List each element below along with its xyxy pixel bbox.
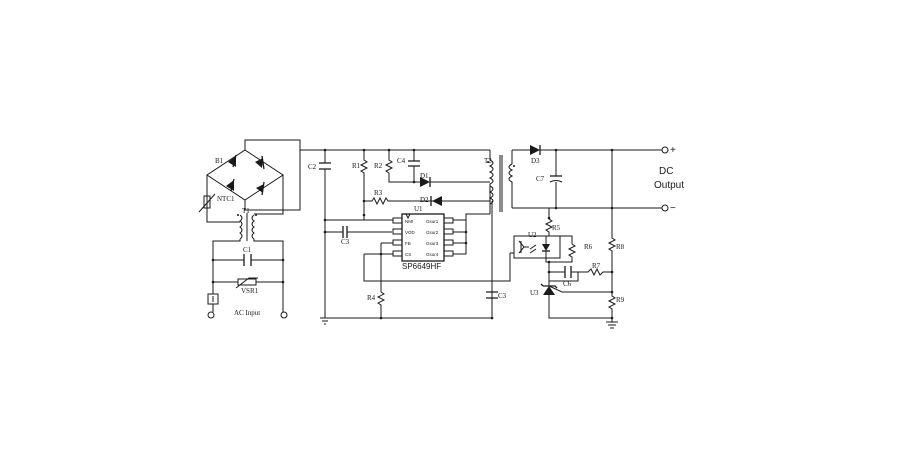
c4-label: C4 <box>397 157 406 165</box>
resistor-r6 <box>547 243 577 264</box>
u3-label: U3 <box>530 289 539 297</box>
u1-part-number: SP6649HF <box>402 262 441 271</box>
bridge-rectifier-b1 <box>206 142 284 208</box>
capacitor-c1 <box>211 254 285 266</box>
r8-label: R8 <box>616 243 625 251</box>
b1-label: B1 <box>215 157 224 165</box>
minus-terminal: − <box>670 203 676 214</box>
resistor-r4 <box>376 291 386 320</box>
diode-d3 <box>530 145 662 155</box>
resistor-r1 <box>359 148 369 217</box>
capacitor-c3-left <box>336 226 392 238</box>
resistor-r9 <box>606 292 618 329</box>
u1-pin-label: Gsur4 <box>426 252 439 257</box>
aux-wire <box>325 219 345 233</box>
varistor-vsr1 <box>211 260 285 289</box>
c1-label: C1 <box>243 246 252 254</box>
output-rails <box>512 146 669 212</box>
c6-label: C6 <box>563 280 572 288</box>
u1-pin-label: CS <box>405 252 411 257</box>
ntc1-thermistor <box>198 193 240 223</box>
plus-terminal: + <box>670 145 676 156</box>
r7-label: R7 <box>592 262 601 270</box>
dc-label: DC <box>659 166 673 177</box>
resistor-r8 <box>607 208 617 294</box>
c3-left-label: C3 <box>341 238 350 246</box>
choke-t1 <box>212 208 284 260</box>
r1-label: R1 <box>352 162 361 170</box>
u1-pin-label: FB <box>405 241 411 246</box>
ic-u1: NMI VOD FB CS Gsur1 Gsur2 Gsur3 Gsur4 <box>345 213 490 292</box>
u1-pin-label: NMI <box>405 219 413 224</box>
capacitor-c3-right <box>486 201 498 320</box>
u2-label: U2 <box>528 231 537 239</box>
capacitor-c7 <box>549 148 563 210</box>
transformer-t2 <box>487 149 532 214</box>
r2-label: R2 <box>374 162 383 170</box>
c2-label: C2 <box>308 163 317 171</box>
u1-label: U1 <box>414 205 423 213</box>
resistor-r3-diode-d2 <box>362 196 490 206</box>
feedback-wire <box>363 253 511 282</box>
shunt-regulator-u3 <box>540 272 612 319</box>
capacitor-c6-resistor-r7 <box>547 262 612 282</box>
vsr1-label: VSR1 <box>241 287 259 295</box>
r6-label: R6 <box>584 243 593 251</box>
u1-pin-label: VOD <box>405 230 416 235</box>
r9-label: R9 <box>616 296 625 304</box>
u1-pin-label: Gsur2 <box>426 230 439 235</box>
snubber-r2-c4-d1 <box>384 148 490 187</box>
ac-input-terminals <box>207 282 288 319</box>
d2-label: D2 <box>420 196 429 204</box>
output-label: Output <box>654 180 684 191</box>
r3-label: R3 <box>374 189 383 197</box>
c7-label: C7 <box>536 175 545 183</box>
r4-label: R4 <box>367 294 376 302</box>
t2-label: T2 <box>484 157 492 165</box>
ntc1-label: NTC1 <box>217 195 235 203</box>
d3-label: D3 <box>531 157 540 165</box>
r5-label: R5 <box>552 224 561 232</box>
ac-input-label: AC Input <box>234 309 260 317</box>
t1-label: T1 <box>242 207 250 215</box>
u1-pin-label: Gsur1 <box>426 219 439 224</box>
optocoupler-u2 <box>510 235 561 263</box>
c3-right-label: C3 <box>498 292 507 300</box>
d1-label: D1 <box>420 172 429 180</box>
u1-pin-label: Gsur3 <box>426 241 439 246</box>
